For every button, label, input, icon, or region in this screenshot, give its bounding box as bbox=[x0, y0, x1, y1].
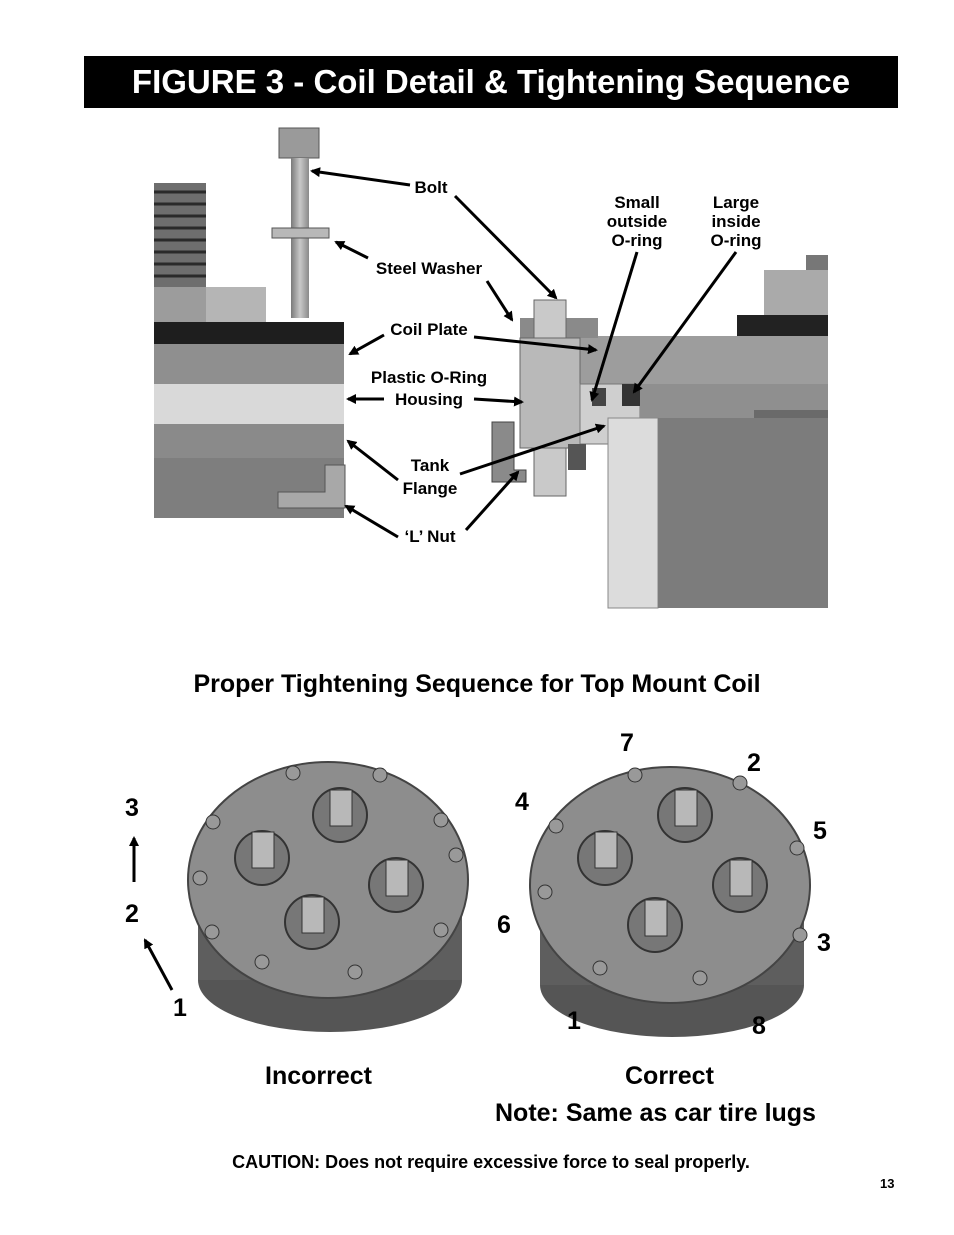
incorrect-number-2: 2 bbox=[125, 900, 139, 928]
correct-number-3: 3 bbox=[817, 929, 831, 957]
bolt-label: Bolt bbox=[414, 178, 448, 197]
large-oring-line2: inside bbox=[711, 212, 761, 231]
left-threaded-stud bbox=[154, 183, 206, 293]
plastic-oring-housing-label: Plastic O-Ring Housing bbox=[354, 368, 504, 409]
tank-flange-line1: Tank bbox=[410, 456, 450, 475]
correct-coil-image bbox=[529, 766, 811, 1037]
figure-title: FIGURE 3 - Coil Detail & Tightening Sequ… bbox=[84, 56, 898, 108]
l-nut-label: ‘L’ Nut bbox=[404, 527, 456, 546]
correct-number-4: 4 bbox=[515, 788, 529, 816]
incorrect-sequence-arrows bbox=[129, 836, 174, 991]
small-outside-oring-label: Small outside O-ring bbox=[597, 193, 677, 250]
correct-number-5: 5 bbox=[813, 817, 827, 845]
small-oring-line1: Small bbox=[614, 193, 660, 212]
bolt-shape bbox=[271, 127, 330, 318]
incorrect-number-1: 1 bbox=[173, 994, 187, 1022]
right-l-nut bbox=[491, 421, 527, 483]
correct-number-7: 7 bbox=[620, 729, 634, 757]
incorrect-coil-image bbox=[187, 761, 469, 1032]
tank-flange-line2: Flange bbox=[402, 479, 458, 498]
left-coil-plate bbox=[154, 344, 344, 384]
caution-text: CAUTION: Does not require excessive forc… bbox=[232, 1152, 750, 1172]
correct-number-1: 1 bbox=[567, 1007, 581, 1035]
correct-number-6: 6 bbox=[497, 911, 511, 939]
left-dark-gasket bbox=[154, 322, 344, 344]
large-oring-line1: Large bbox=[712, 193, 760, 212]
coil-plate-label: Coil Plate bbox=[390, 320, 468, 339]
large-oring-line3: O-ring bbox=[710, 231, 762, 250]
right-hex-nut bbox=[764, 270, 828, 318]
correct-number-2: 2 bbox=[747, 749, 761, 777]
note-text: Note: Same as car tire lugs bbox=[495, 1099, 816, 1127]
plastic-oring-housing-line1: Plastic O-Ring bbox=[370, 368, 488, 387]
left-oring-housing bbox=[154, 384, 344, 424]
large-inside-oring-label: Large inside O-ring bbox=[696, 193, 776, 250]
page-number: 13 bbox=[880, 1176, 895, 1191]
left-l-nut bbox=[277, 464, 346, 509]
sequence-title: Proper Tightening Sequence for Top Mount… bbox=[193, 670, 761, 698]
right-dark-gasket bbox=[737, 315, 828, 337]
small-oring-line3: O-ring bbox=[611, 231, 663, 250]
small-oring-line2: outside bbox=[606, 212, 668, 231]
correct-number-8: 8 bbox=[752, 1012, 766, 1040]
plastic-oring-housing-line2: Housing bbox=[395, 390, 463, 409]
right-tank-wall bbox=[607, 417, 659, 609]
correct-caption: Correct bbox=[625, 1062, 714, 1090]
right-coil-plate bbox=[580, 336, 828, 384]
leader-arrows bbox=[310, 167, 738, 539]
incorrect-caption: Incorrect bbox=[265, 1062, 372, 1090]
tank-flange-label: Tank Flange bbox=[380, 456, 480, 498]
left-tank-flange bbox=[154, 424, 344, 458]
steel-washer-label: Steel Washer bbox=[375, 259, 483, 278]
incorrect-number-3: 3 bbox=[125, 794, 139, 822]
